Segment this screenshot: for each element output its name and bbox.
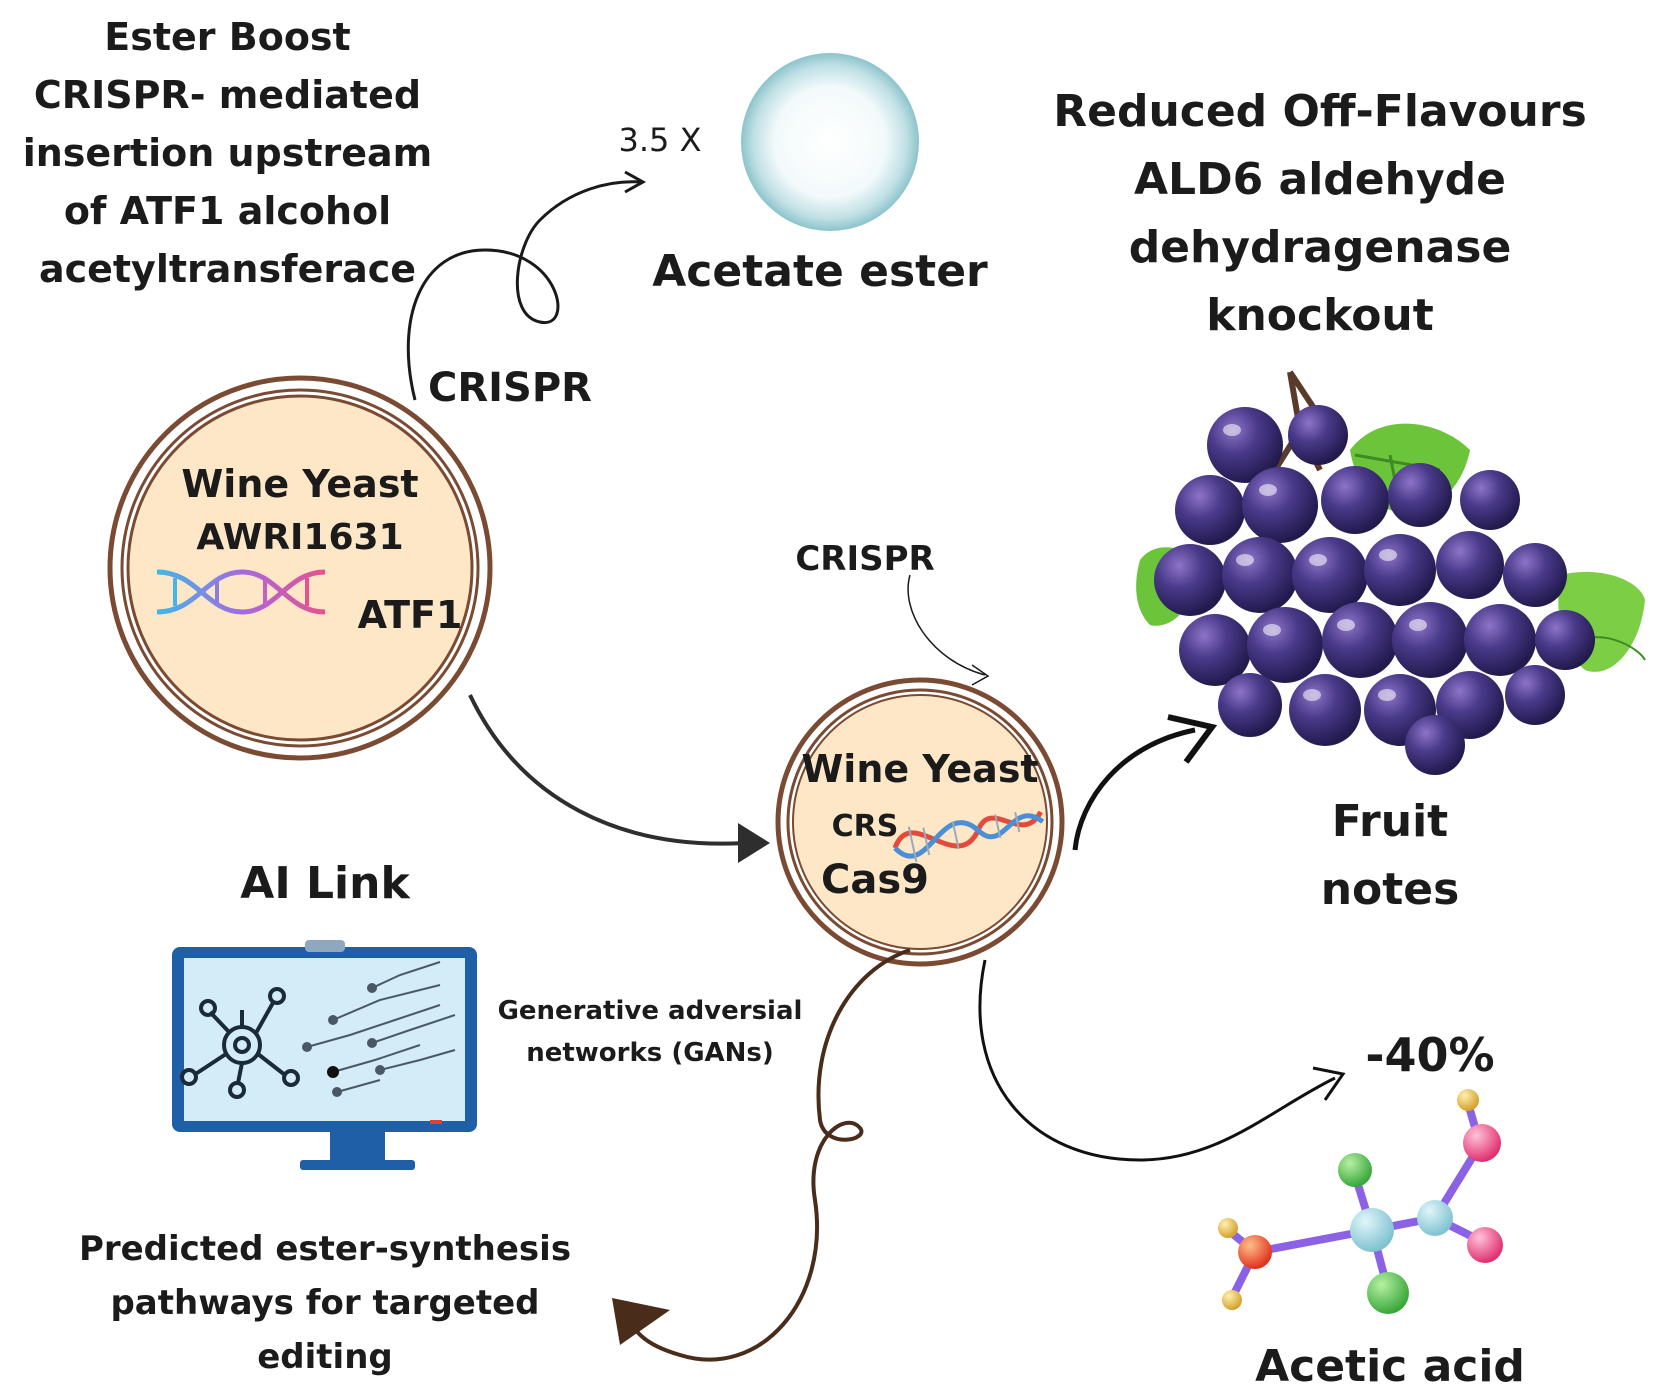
ai-link-title: AI Link xyxy=(240,858,410,909)
transfer-arrowhead xyxy=(738,823,770,863)
acetic-acid-molecule-icon xyxy=(1218,1089,1503,1314)
yeast-edit-title: Wine Yeast xyxy=(801,747,1039,791)
yeast-main-strain: AWRI1631 xyxy=(196,517,404,558)
acid-arrowhead xyxy=(1312,1066,1346,1101)
fruit-notes-line: Fruit xyxy=(1331,796,1449,847)
yeast-main-gene: ATF1 xyxy=(357,593,463,637)
ai-curl-arrowhead xyxy=(612,1298,670,1345)
ester-boost-line: insertion upstream xyxy=(22,131,433,175)
ai-curl-arrow xyxy=(626,948,911,1362)
ester-boost-line: of ATF1 alcohol xyxy=(63,189,392,233)
predicted-line: pathways for targeted xyxy=(110,1283,540,1323)
acid-arrow xyxy=(978,959,1336,1162)
crispr-mid-arrowhead xyxy=(971,664,990,686)
acetate-ester-bubble xyxy=(741,53,919,231)
transfer-arrow xyxy=(468,694,746,846)
fruit-notes-label: Fruit notes xyxy=(1280,788,1500,924)
off-flavours-text: Reduced Off-Flavours ALD6 aldehyde dehyd… xyxy=(1020,78,1620,350)
crispr-curl-arrow xyxy=(406,180,641,401)
grapes-icon xyxy=(1136,370,1646,775)
ester-boost-line: Ester Boost xyxy=(104,15,351,59)
gan-text: Generative adversial networks (GANs) xyxy=(490,990,810,1074)
ester-boost-line: acetyltransferace xyxy=(38,247,417,291)
off-flavours-line: Reduced Off-Flavours xyxy=(1053,86,1587,137)
predicted-line: Predicted ester-synthesis xyxy=(78,1229,572,1269)
predicted-line: editing xyxy=(257,1337,393,1377)
crispr-curl-arrowhead xyxy=(624,170,647,194)
fruit-arrow xyxy=(1072,727,1196,851)
acetic-acid-label: Acetic acid xyxy=(1255,1341,1525,1392)
off-flavours-line: knockout xyxy=(1206,290,1434,341)
fruit-notes-line: notes xyxy=(1320,864,1460,915)
acetate-multiplier: 3.5 X xyxy=(618,121,702,159)
wine-yeast-cell-main xyxy=(107,375,493,761)
gan-line: Generative adversial xyxy=(497,996,803,1026)
acetic-acid-change: -40% xyxy=(1365,1028,1495,1082)
off-flavours-line: dehydragenase xyxy=(1128,222,1512,273)
crispr-mid-arrow xyxy=(907,574,986,676)
ester-boost-line: CRISPR- mediated xyxy=(33,73,422,117)
ai-monitor-icon xyxy=(172,940,477,1170)
off-flavours-line: ALD6 aldehyde xyxy=(1133,154,1506,205)
dna-helix-icon xyxy=(892,810,1045,863)
dna-icon xyxy=(156,569,326,615)
fruit-arrowhead xyxy=(1167,714,1218,764)
acetate-ester-label: Acetate ester xyxy=(652,246,988,297)
wine-yeast-cell-edited xyxy=(775,677,1065,967)
crispr-label-top: CRISPR xyxy=(428,365,592,411)
yeast-main-title: Wine Yeast xyxy=(181,462,419,506)
yeast-edit-cas: Cas9 xyxy=(821,857,929,903)
ester-boost-text: Ester Boost CRISPR- mediated insertion u… xyxy=(0,8,455,298)
yeast-edit-crs: CRS xyxy=(831,809,899,844)
gan-line: networks (GANs) xyxy=(526,1038,774,1068)
crispr-label-mid: CRISPR xyxy=(795,539,935,579)
predicted-pathways-text: Predicted ester-synthesis pathways for t… xyxy=(50,1222,600,1384)
